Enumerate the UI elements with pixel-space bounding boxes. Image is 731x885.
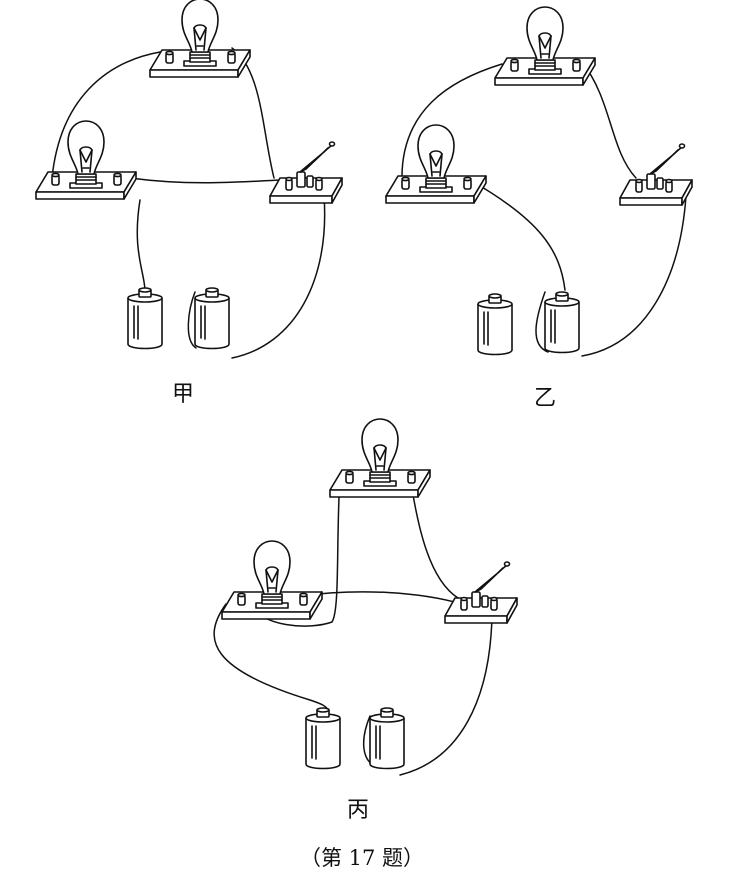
figure-label-bing: 丙 bbox=[346, 798, 370, 823]
yi-bulb-board-left bbox=[385, 124, 487, 204]
bing-bulb-board-left bbox=[221, 540, 323, 620]
figure-label-yi: 乙 bbox=[533, 386, 557, 411]
yi-wires bbox=[401, 61, 687, 357]
figure-caption: （第 17 题） bbox=[299, 846, 425, 870]
circuit-yi bbox=[385, 6, 693, 357]
bing-cell-left bbox=[305, 707, 341, 770]
bing-switch bbox=[444, 561, 518, 624]
yi-cell-right bbox=[544, 291, 580, 354]
jia-cell-left bbox=[127, 287, 163, 350]
yi-bulb-board-top bbox=[494, 6, 596, 86]
jia-cell-right bbox=[194, 287, 230, 350]
circuit-bing bbox=[213, 418, 518, 776]
bing-cell-right bbox=[369, 707, 405, 770]
jia-bulb-board-top bbox=[149, 0, 251, 78]
figure-label-jia: 甲 bbox=[171, 382, 195, 407]
bing-wires bbox=[213, 475, 493, 776]
yi-cell-left bbox=[477, 293, 513, 356]
jia-bulb-board-left bbox=[35, 120, 137, 200]
circuit-jia bbox=[35, 0, 343, 359]
bing-bulb-board-top bbox=[329, 418, 431, 498]
jia-switch bbox=[269, 141, 343, 204]
yi-switch bbox=[619, 143, 693, 206]
